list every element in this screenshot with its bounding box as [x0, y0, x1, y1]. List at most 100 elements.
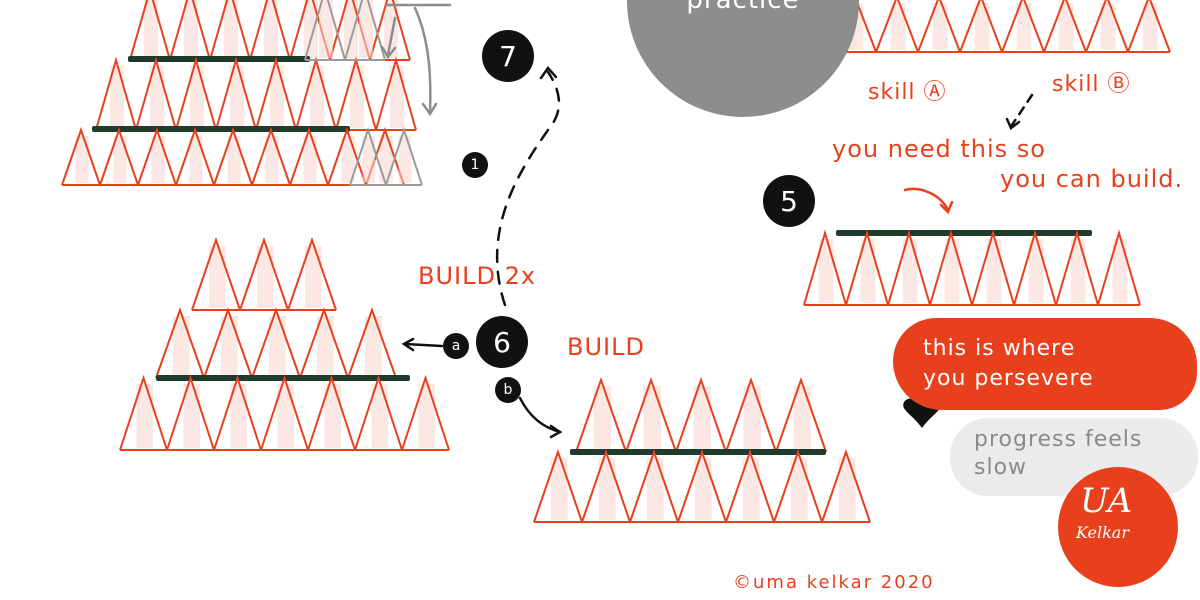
tr-row-card: [875, 0, 919, 53]
l-row1-card: [287, 236, 337, 311]
tr-row-card: [1043, 0, 1087, 53]
tl-row2-card: [175, 56, 217, 131]
bm-row2-shade: [646, 458, 664, 520]
mr-row-card: [971, 229, 1015, 306]
bm-row2-card: [629, 448, 679, 523]
tl-row1-card: [129, 0, 171, 61]
mr-row-shade: [1028, 239, 1044, 303]
tl-row2-card: [95, 56, 137, 131]
tr-row-card: [959, 0, 1003, 53]
tl-row1-card: [249, 0, 291, 61]
bm-row2-card: [581, 448, 631, 523]
l-row2-card: [203, 306, 253, 379]
bm-row2-card: [533, 448, 583, 523]
tl-plank1: [128, 56, 310, 62]
l-row2-shade: [364, 316, 382, 376]
progress-line2: slow: [974, 455, 1028, 480]
tr-row-card: [1001, 0, 1045, 53]
tr-row-shade: [974, 3, 990, 50]
arrow-head-b: [549, 424, 563, 439]
l-row2-card: [347, 306, 397, 379]
tl-row2-shade: [390, 66, 404, 128]
tl-row1-card: [169, 0, 211, 61]
dashed-arrow-6-to-7: [495, 70, 561, 307]
mr-plank: [836, 230, 1092, 236]
tl-row3-shade: [151, 136, 165, 183]
bm-row2-shade: [694, 458, 712, 520]
arrow-head-plank: [939, 200, 954, 215]
bm-row1-card: [725, 376, 777, 453]
tl-row1-shade: [344, 0, 358, 58]
tl-ghost1-shade: [319, 0, 333, 58]
arrow-to-plank: [903, 187, 950, 212]
grey-arrow-1: [386, 16, 397, 57]
l-row3-shade: [183, 384, 200, 448]
mr-row-card: [1055, 229, 1099, 306]
tr-row-card: [917, 0, 961, 53]
tl-row1-card: [209, 0, 251, 61]
mr-row-shade: [986, 239, 1002, 303]
tl-row3-card: [213, 126, 253, 186]
l-plank: [156, 375, 410, 381]
tl-row2-card: [375, 56, 417, 131]
tl-row1-card: [369, 0, 411, 61]
l-row3-shade: [136, 384, 153, 448]
persevere-line2: you persevere: [923, 366, 1094, 391]
l-row3-card: [260, 374, 309, 451]
tl-row3-shade: [227, 136, 241, 183]
tr-row-shade: [1058, 3, 1074, 50]
tr-row-shade: [1142, 3, 1158, 50]
tl-row2-shade: [350, 66, 364, 128]
step-6-badge: 6: [476, 316, 528, 368]
tl-ghost1-shade: [359, 0, 373, 58]
tl-row3-card: [175, 126, 215, 186]
copyright-notice: ©uma kelkar 2020: [733, 572, 935, 593]
bm-row2-card: [773, 448, 823, 523]
arrow-head-7: [539, 65, 558, 80]
tl-row3-card: [289, 126, 329, 186]
persevere-bubble: this is where you persevere: [893, 318, 1197, 410]
card-pyramids: [61, 0, 1171, 523]
l-row3-card: [213, 374, 262, 451]
bm-plank: [570, 449, 826, 455]
tr-row-card: [1085, 0, 1129, 53]
step-7-number: 7: [499, 39, 517, 73]
l-row3-card: [401, 374, 450, 451]
tl-row2-card: [215, 56, 257, 131]
l-row2-shade: [316, 316, 334, 376]
bm-row2-card: [821, 448, 871, 523]
author-logo: UA Kelkar: [1058, 467, 1178, 587]
tl-row2-shade: [230, 66, 244, 128]
bm-row1-shade: [793, 386, 811, 450]
bm-row2-shade: [790, 458, 808, 520]
bm-row2-shade: [742, 458, 760, 520]
mr-row-card: [929, 229, 973, 306]
l-row3-card: [166, 374, 215, 451]
need-label-line1: you need this so: [832, 135, 1046, 163]
tl-row1-shade: [224, 0, 238, 58]
need-label-line2: you can build.: [1000, 165, 1184, 193]
progress-line1: progress feels: [974, 427, 1143, 452]
tl-row2-shade: [190, 66, 204, 128]
tl-row2-shade: [150, 66, 164, 128]
arrow-to-a: [403, 342, 444, 348]
tl-row1-shade: [184, 0, 198, 58]
persevere-line1: this is where: [923, 336, 1076, 361]
l-row1-card: [239, 236, 289, 311]
mr-row-card: [1013, 229, 1057, 306]
l-row1-shade: [208, 246, 226, 308]
mr-row-card: [887, 229, 931, 306]
l-row3-shade: [324, 384, 341, 448]
tl-row3-card: [137, 126, 177, 186]
l-row3-card: [119, 374, 168, 451]
l-row3-card: [307, 374, 356, 451]
tr-row-shade: [890, 3, 906, 50]
tl-ghost1-card: [344, 0, 386, 61]
tl-row1-shade: [144, 0, 158, 58]
mr-row-card: [845, 229, 889, 306]
build-label: BUILD: [567, 333, 645, 361]
l-row2-card: [251, 306, 301, 379]
logo-mark: UA: [1080, 481, 1133, 521]
tl-row1-shade: [264, 0, 278, 58]
bm-row1-card: [575, 376, 627, 453]
